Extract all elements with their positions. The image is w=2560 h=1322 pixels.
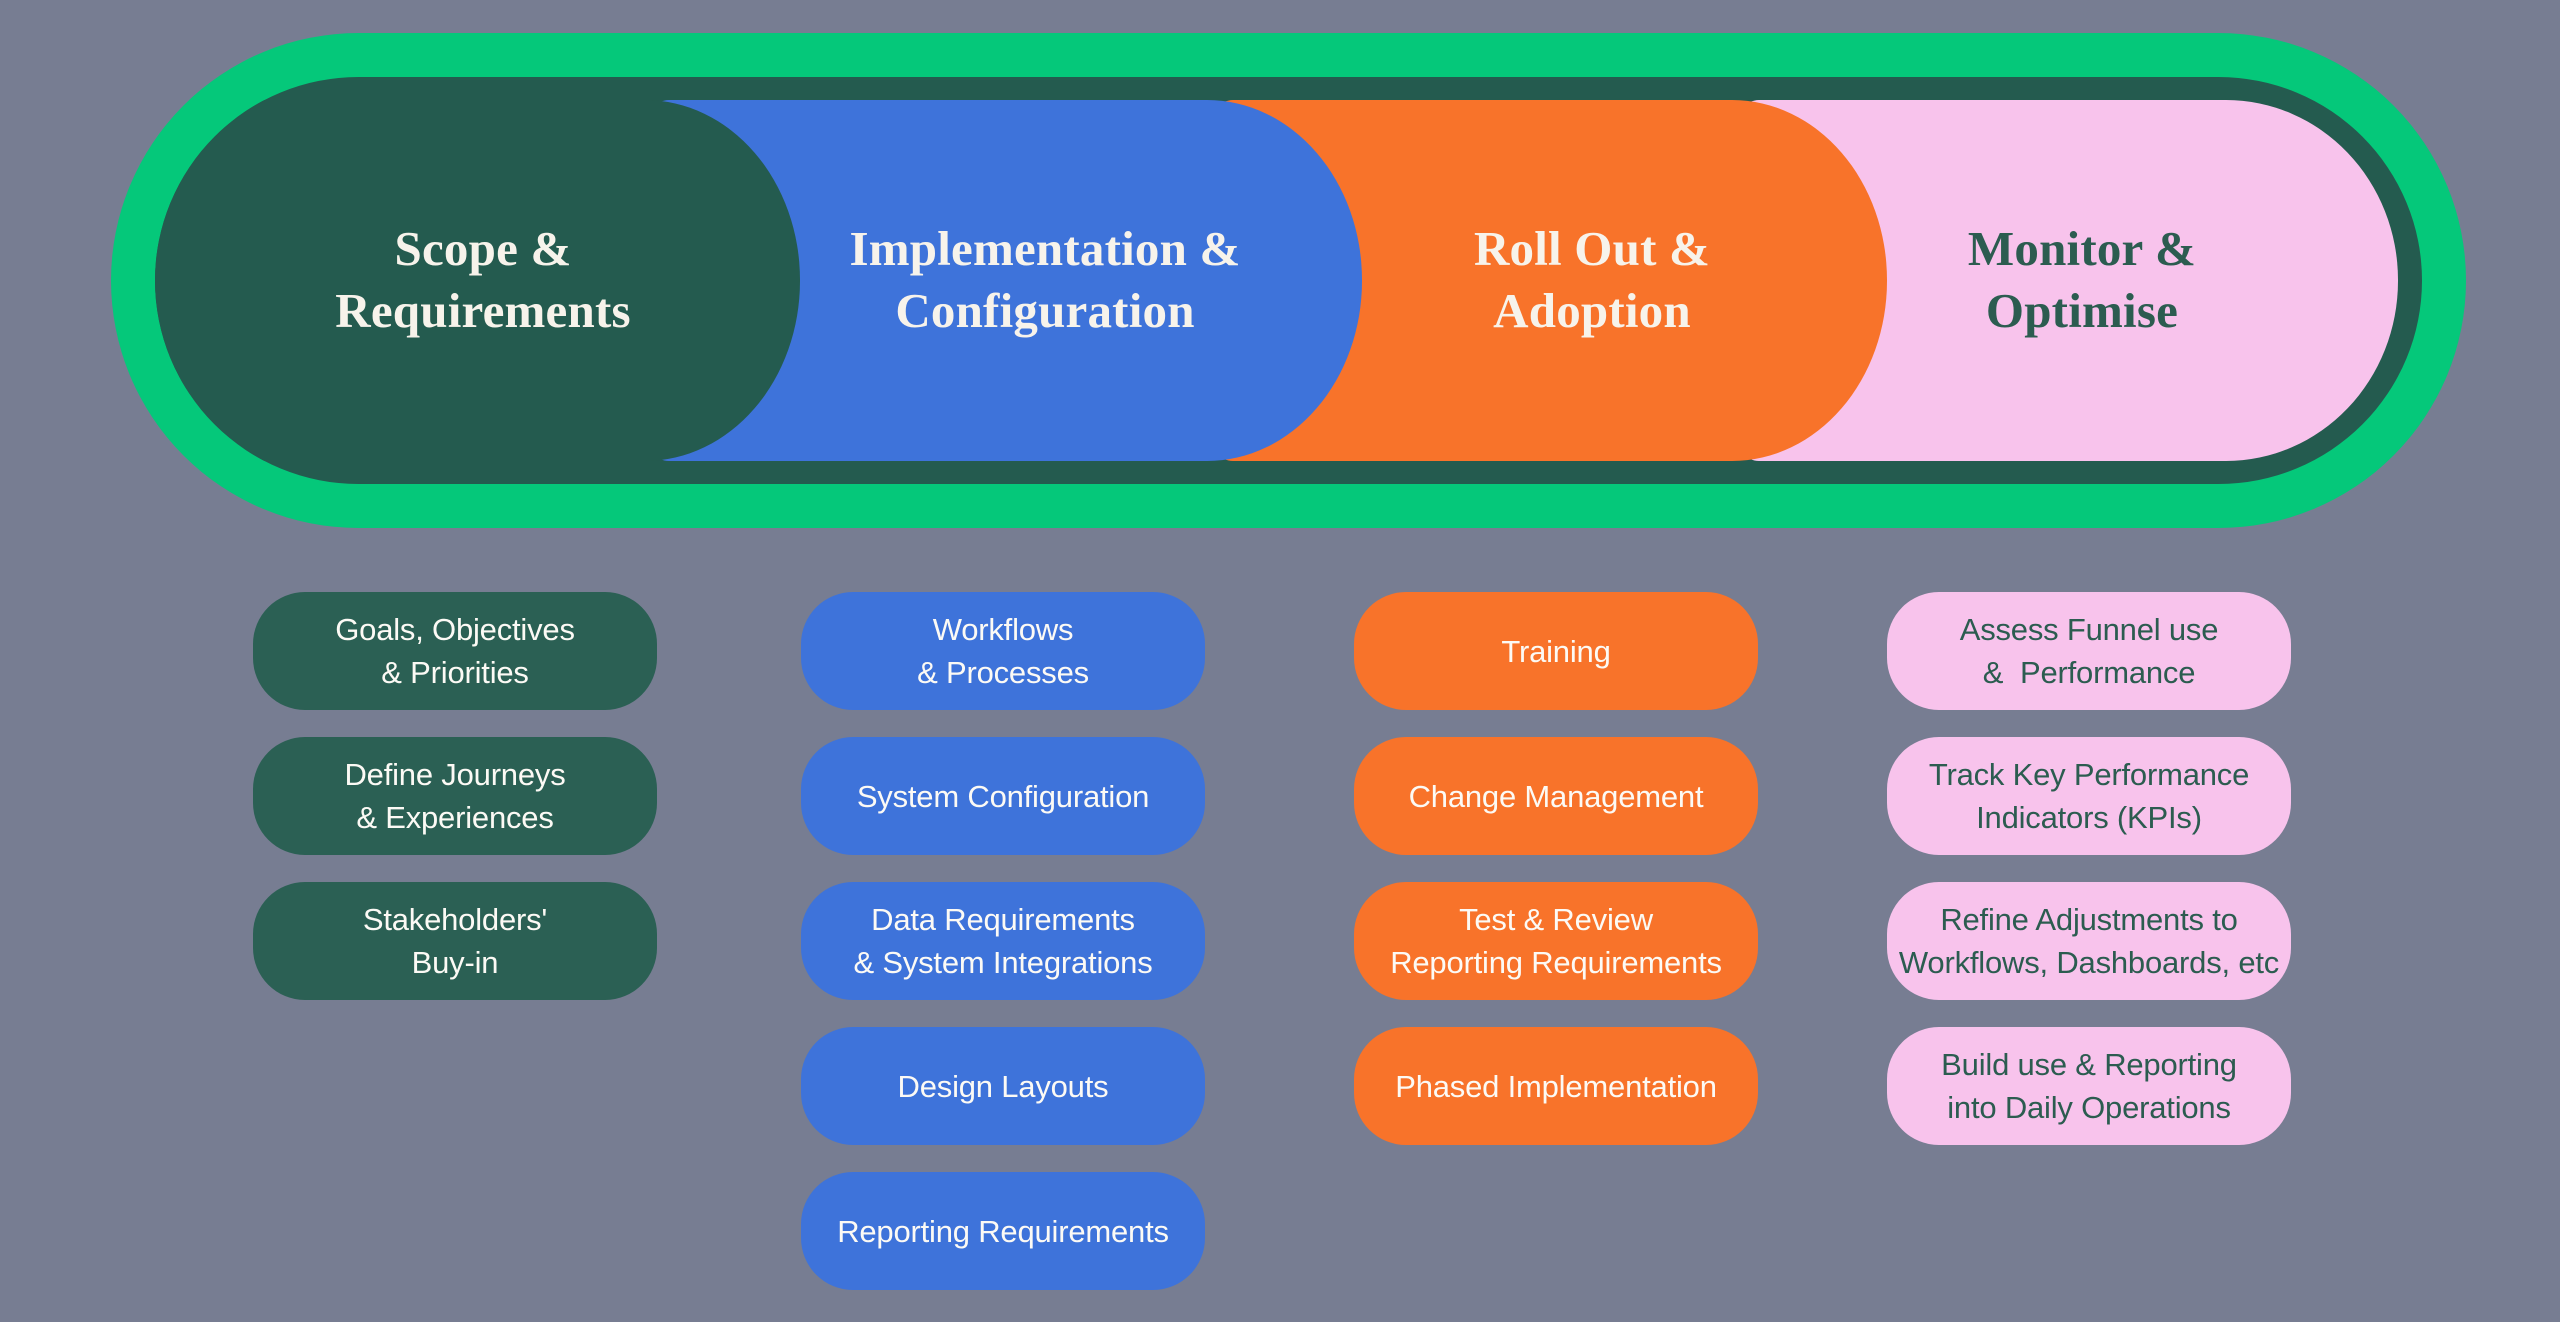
detail-pill-roll-out-adoption-1: Training	[1354, 592, 1758, 710]
detail-pill-roll-out-adoption-2: Change Management	[1354, 737, 1758, 855]
phase-label-roll-out-adoption: Roll Out & Adoption	[1473, 221, 1711, 338]
detail-pill-implementation-configuration-3: Data Requirements & System Integrations	[801, 882, 1205, 1000]
detail-pill-monitor-optimise-1: Assess Funnel use & Performance	[1887, 592, 2291, 710]
detail-pill-monitor-optimise-2: Track Key Performance Indicators (KPIs)	[1887, 737, 2291, 855]
detail-pill-scope-requirements-3: Stakeholders' Buy-in	[253, 882, 657, 1000]
phase-banner-track: Scope & Requirements Implementation & Co…	[155, 77, 2422, 484]
detail-pill-implementation-configuration-4: Design Layouts	[801, 1027, 1205, 1145]
detail-pill-monitor-optimise-3: Refine Adjustments to Workflows, Dashboa…	[1887, 882, 2291, 1000]
phase-label-scope-requirements: Scope & Requirements	[335, 221, 631, 338]
detail-pill-roll-out-adoption-3: Test & Review Reporting Requirements	[1354, 882, 1758, 1000]
detail-pill-scope-requirements-2: Define Journeys & Experiences	[253, 737, 657, 855]
detail-pill-implementation-configuration-1: Workflows & Processes	[801, 592, 1205, 710]
phase-label-monitor-optimise: Monitor & Optimise	[1967, 221, 2197, 338]
phase-label-implementation-configuration: Implementation & Configuration	[849, 221, 1241, 338]
detail-pill-implementation-configuration-2: System Configuration	[801, 737, 1205, 855]
phase-banner: Scope & Requirements Implementation & Co…	[111, 33, 2466, 528]
phase-segment-scope-requirements	[155, 100, 800, 461]
detail-pill-roll-out-adoption-4: Phased Implementation	[1354, 1027, 1758, 1145]
detail-pill-monitor-optimise-4: Build use & Reporting into Daily Operati…	[1887, 1027, 2291, 1145]
detail-pill-implementation-configuration-5: Reporting Requirements	[801, 1172, 1205, 1290]
detail-pill-scope-requirements-1: Goals, Objectives & Priorities	[253, 592, 657, 710]
